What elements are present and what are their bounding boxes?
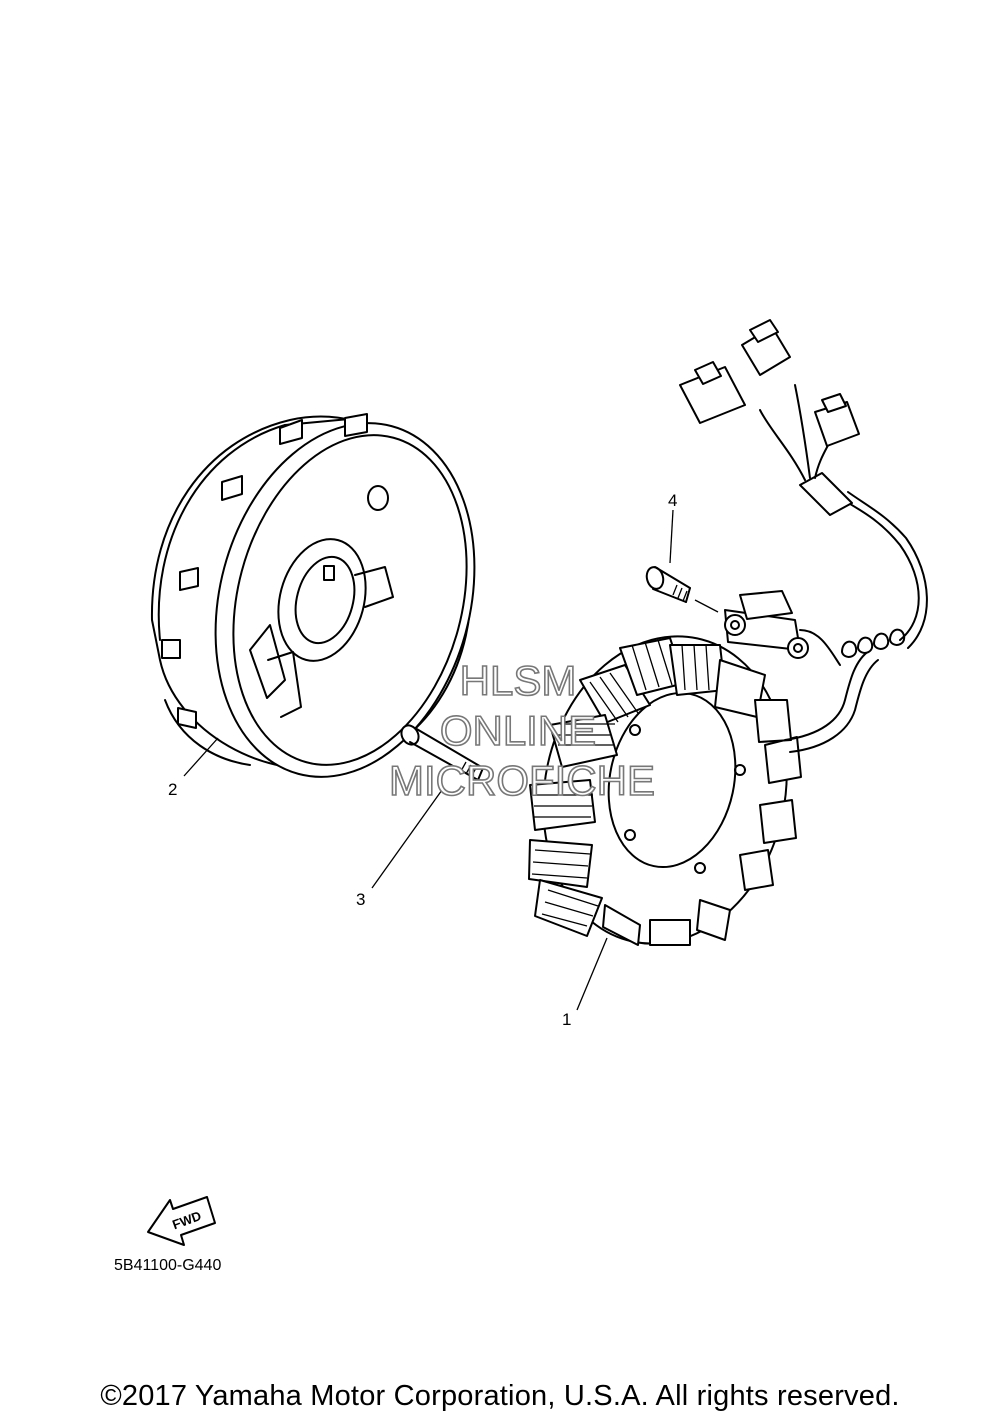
screw-part-4[interactable]	[644, 565, 691, 603]
diagram-code: 5B41100-G440	[114, 1257, 221, 1274]
stator-assembly-part-1[interactable]	[515, 319, 928, 967]
callout-1: 1	[562, 1010, 571, 1029]
watermark-line-2: ONLINE	[440, 707, 596, 754]
flywheel-rotor-part-2[interactable]	[150, 394, 512, 806]
watermark-line-1: HLSM	[460, 657, 577, 704]
wire-harness	[679, 319, 928, 753]
callout-4: 4	[668, 491, 677, 510]
bolt-part-3[interactable]	[398, 722, 484, 781]
stator-coils	[528, 637, 802, 946]
watermark: HLSM ONLINE MICROFICHE	[388, 656, 656, 805]
callout-3: 3	[356, 890, 365, 909]
copyright-notice: ©2017 Yamaha Motor Corporation, U.S.A. A…	[100, 1380, 900, 1412]
leader-lines	[183, 509, 719, 1011]
watermark-line-3: MICROFICHE	[389, 757, 655, 804]
callout-2: 2	[168, 780, 177, 799]
forward-direction-arrow: FWD	[147, 1196, 216, 1246]
pickup-coil	[724, 590, 841, 666]
